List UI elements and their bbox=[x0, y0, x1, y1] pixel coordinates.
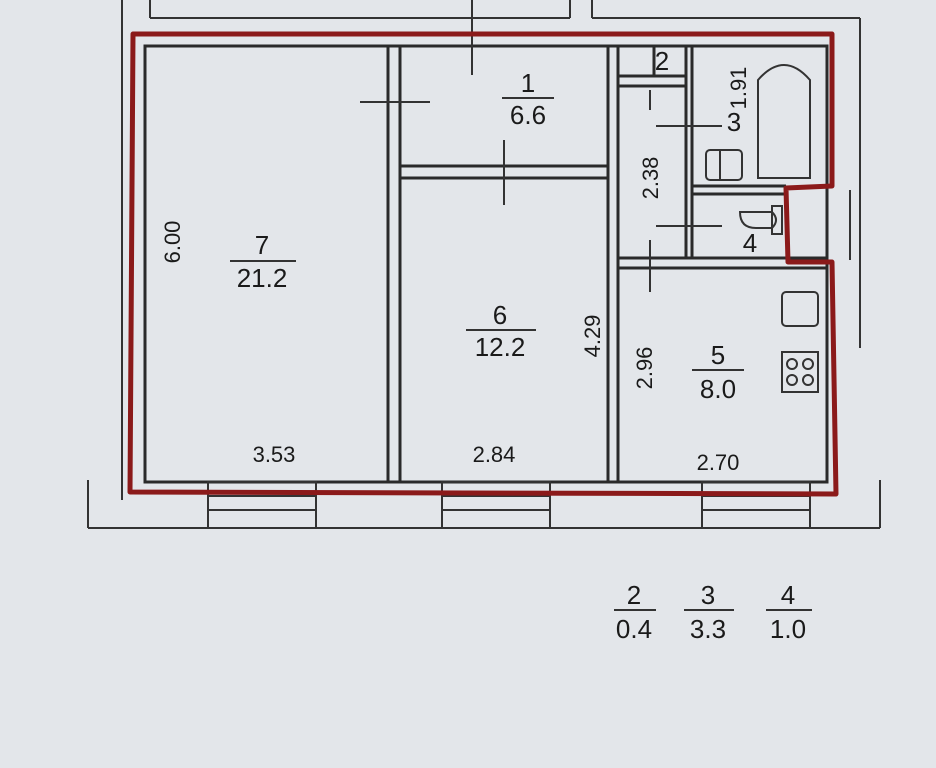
room-6-area: 12.2 bbox=[475, 332, 526, 362]
dim-room7-height: 6.00 bbox=[160, 221, 185, 264]
room-7-number: 7 bbox=[255, 230, 269, 260]
dim-room5-width: 2.70 bbox=[697, 450, 740, 475]
dim-corridor-length: 2.38 bbox=[638, 157, 663, 200]
room-1-number: 1 bbox=[521, 68, 535, 98]
door-markers bbox=[360, 0, 722, 292]
legend-3-number: 3 bbox=[701, 580, 715, 610]
room-6-number: 6 bbox=[493, 300, 507, 330]
legend-4-number: 4 bbox=[781, 580, 795, 610]
dim-room7-width: 3.53 bbox=[253, 442, 296, 467]
room-2-number: 2 bbox=[655, 46, 669, 76]
legend-2-number: 2 bbox=[627, 580, 641, 610]
room-1-area: 6.6 bbox=[510, 100, 546, 130]
legend-4-area: 1.0 bbox=[770, 614, 806, 644]
bathtub-icon bbox=[757, 64, 811, 179]
room-5-number: 5 bbox=[711, 340, 725, 370]
room-7-area: 21.2 bbox=[237, 263, 288, 293]
toilet-icon bbox=[738, 205, 783, 235]
room-5-area: 8.0 bbox=[700, 374, 736, 404]
legend-2-area: 0.4 bbox=[616, 614, 652, 644]
legend-3-area: 3.3 bbox=[690, 614, 726, 644]
dim-room5-height: 2.96 bbox=[632, 347, 657, 390]
windows bbox=[207, 481, 811, 529]
kitchen-sink-icon bbox=[781, 291, 819, 327]
stove-icon bbox=[781, 351, 819, 393]
small-rooms-legend: 2 0.4 3 3.3 4 1.0 bbox=[614, 580, 812, 644]
dim-room6-height: 4.29 bbox=[580, 315, 605, 358]
dim-room6-width: 2.84 bbox=[473, 442, 516, 467]
sink-icon bbox=[705, 149, 743, 181]
apartment-outline bbox=[127, 31, 839, 497]
room-4-number: 4 bbox=[743, 228, 757, 258]
dim-bath-length: 1.91 bbox=[726, 67, 751, 110]
room-3-number: 3 bbox=[727, 107, 741, 137]
